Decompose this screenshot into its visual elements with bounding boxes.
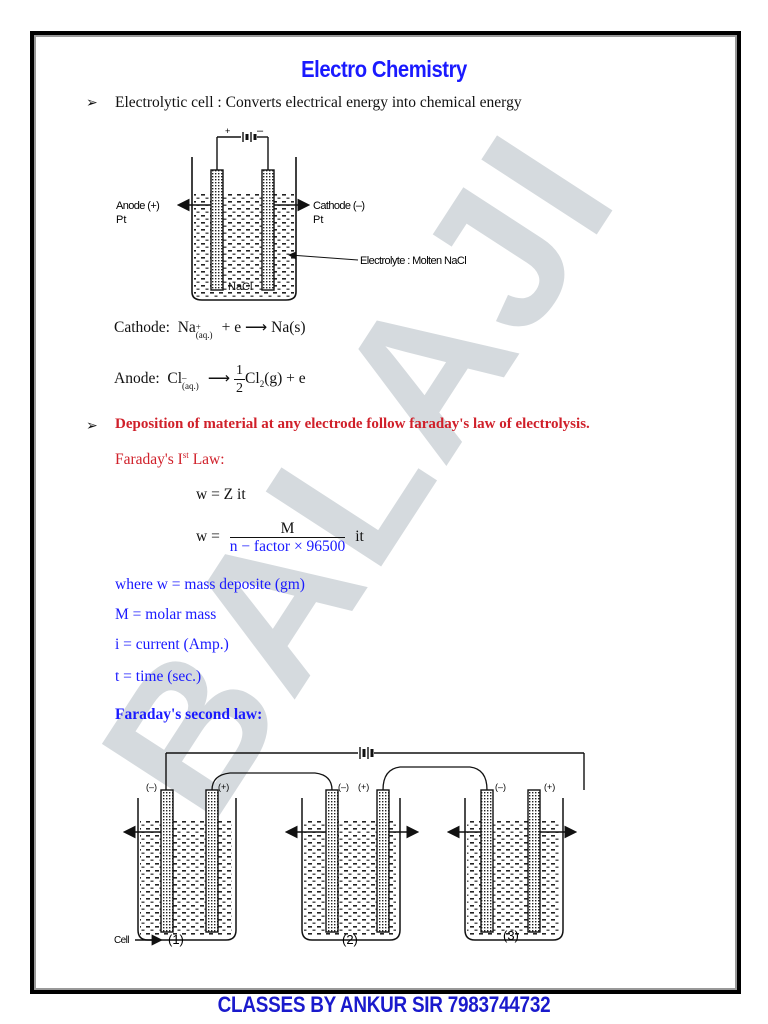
cathode-product: Na(s) bbox=[271, 319, 306, 336]
page-title: Electro Chemistry bbox=[301, 56, 467, 82]
anode-reaction-label: Anode: bbox=[114, 370, 160, 388]
reaction-arrow-icon: ⟶ bbox=[207, 370, 231, 388]
cell-1-right-sign: (+) bbox=[218, 782, 229, 792]
electrolyte-arrow bbox=[288, 251, 359, 261]
bullet-marker: ➢ bbox=[86, 95, 98, 111]
nacl-label: NaCl bbox=[228, 281, 252, 293]
faraday-statement: Deposition of material at any electrode … bbox=[115, 416, 590, 432]
bullet-marker: ➢ bbox=[86, 418, 98, 434]
eq2-rhs: it bbox=[355, 528, 364, 546]
beaker-icon bbox=[191, 157, 297, 301]
cell-2-label: (2) bbox=[342, 932, 358, 947]
anode-charge: – bbox=[182, 373, 187, 384]
cell-2-left-sign: (–) bbox=[338, 782, 349, 792]
first-law-title: Faraday's Ist Law: bbox=[115, 450, 225, 469]
cell-3-label: (3) bbox=[503, 928, 519, 943]
anode-product-rest: (g) + e bbox=[264, 370, 306, 388]
cell-3-left-sign: (–) bbox=[495, 782, 506, 792]
cell-1-label: (1) bbox=[168, 932, 184, 947]
electrolytic-cell-statement: Electrolytic cell : Converts electrical … bbox=[115, 94, 522, 111]
battery-icon bbox=[216, 132, 269, 170]
cathode-electron: + e bbox=[221, 319, 242, 336]
cell-2-right-sign: (+) bbox=[358, 782, 369, 792]
first-law-title-text: Faraday's I bbox=[115, 451, 183, 468]
second-law-title: Faraday's second law: bbox=[115, 706, 263, 723]
cell-3-right-sign: (+) bbox=[544, 782, 555, 792]
cell-1-left-sign: (–) bbox=[146, 782, 157, 792]
cell-1: (–) (+) bbox=[122, 782, 237, 941]
eq2-numerator: M bbox=[229, 520, 346, 538]
cathode-reaction-label: Cathode: bbox=[114, 319, 170, 336]
cathode-electrode bbox=[261, 169, 275, 291]
anode-state: (aq.) bbox=[182, 381, 199, 392]
battery-plus: + bbox=[225, 126, 230, 136]
battery-icon bbox=[165, 747, 585, 790]
cathode-label: Cathode (–) bbox=[313, 200, 365, 212]
electrolytic-cell-diagram: + – NaCl Anode (+) Pt Cathode (–) Pt Ele… bbox=[116, 125, 467, 301]
footer-banner: CLASSES BY ANKUR SIR 7983744732 bbox=[217, 992, 551, 1017]
eq2-denominator: n − factor × 96500 bbox=[229, 538, 346, 555]
first-law-title-sup: st bbox=[182, 450, 189, 460]
anode-electrode bbox=[210, 169, 224, 291]
cell-caption: Cell bbox=[114, 935, 129, 946]
definition-i: i = current (Amp.) bbox=[115, 636, 229, 653]
anode-product: Cl bbox=[245, 370, 260, 388]
cathode-material: Pt bbox=[313, 214, 323, 226]
definition-t: t = time (sec.) bbox=[115, 668, 202, 685]
wire-2-3 bbox=[382, 766, 488, 791]
definition-w: where w = mass deposite (gm) bbox=[115, 576, 305, 593]
cell-3: (–) (+) bbox=[446, 782, 578, 941]
second-law-diagram: (–) (+) (–) (+) (–) (+) Cell (1) (2) (3) bbox=[114, 747, 585, 947]
wire-1-2 bbox=[211, 772, 333, 791]
fraction-denominator: 2 bbox=[236, 381, 244, 396]
cathode-reaction: Cathode: Na+(aq.) + e ⟶ Na(s) bbox=[114, 318, 306, 340]
cathode-reactant: Na bbox=[177, 319, 196, 336]
definition-m: M = molar mass bbox=[115, 606, 217, 623]
cathode-charge: + bbox=[195, 322, 201, 332]
cathode-state: (aq.) bbox=[195, 330, 213, 340]
battery-minus: – bbox=[257, 125, 264, 137]
cell-2: (–) (+) bbox=[284, 782, 420, 941]
eq2-lhs: w = bbox=[196, 528, 220, 546]
equation-w-zit: w = Z it bbox=[196, 486, 246, 503]
first-law-title-rest: Law: bbox=[188, 451, 225, 468]
fraction-numerator: 1 bbox=[234, 363, 246, 380]
reaction-arrow-icon: ⟶ bbox=[245, 319, 268, 336]
electrolyte-label: Electrolyte : Molten NaCl bbox=[360, 255, 466, 267]
anode-label: Anode (+) bbox=[116, 200, 159, 212]
anode-material: Pt bbox=[116, 214, 126, 226]
anode-product-subscript: 2 bbox=[259, 379, 265, 390]
anode-reactant: Cl bbox=[167, 370, 183, 388]
